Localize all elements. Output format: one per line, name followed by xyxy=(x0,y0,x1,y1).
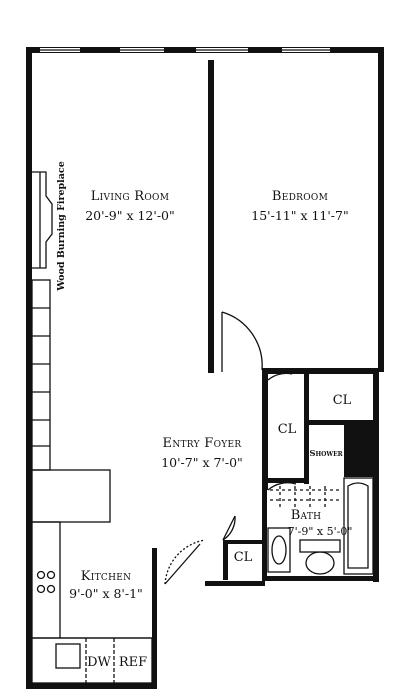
closet-bedroom-label: CL xyxy=(333,393,352,408)
kitchen-dims: 9'-0" x 8'-1" xyxy=(69,586,143,601)
bath-dims: 7'-9" x 5'-0" xyxy=(288,525,353,538)
closet-foyer-label: CL xyxy=(278,422,297,437)
bath-fixtures xyxy=(267,477,374,575)
stove-burners xyxy=(36,570,56,594)
bedroom-dims: 15'-11" x 11'-7" xyxy=(251,208,349,223)
bath-tile xyxy=(270,486,340,510)
interior-walls xyxy=(208,60,378,581)
kitchen-counters xyxy=(31,469,153,684)
closet-entry-label: CL xyxy=(234,550,253,565)
bath-name: Bath xyxy=(291,508,322,523)
kitchen-name: Kitchen xyxy=(81,569,132,584)
refrigerator-label: REF xyxy=(119,655,147,670)
living-room-name: Living Room xyxy=(91,189,170,204)
living-room-dims: 20'-9" x 12'-0" xyxy=(85,208,175,223)
dishwasher-label: DW xyxy=(87,655,111,670)
entry-foyer-dims: 10'-7" x 7'-0" xyxy=(161,455,243,470)
shower-label: Shower xyxy=(309,449,343,459)
bedroom-name: Bedroom xyxy=(272,189,328,204)
wall-shelving xyxy=(31,279,51,471)
fireplace xyxy=(32,171,53,269)
fireplace-label: Wood Burning Fireplace xyxy=(56,161,67,291)
entry-foyer-name: Entry Foyer xyxy=(163,436,242,451)
doors xyxy=(164,311,297,585)
room-labels: Living Room 20'-9" x 12'-0" Bedroom 15'-… xyxy=(56,161,352,670)
